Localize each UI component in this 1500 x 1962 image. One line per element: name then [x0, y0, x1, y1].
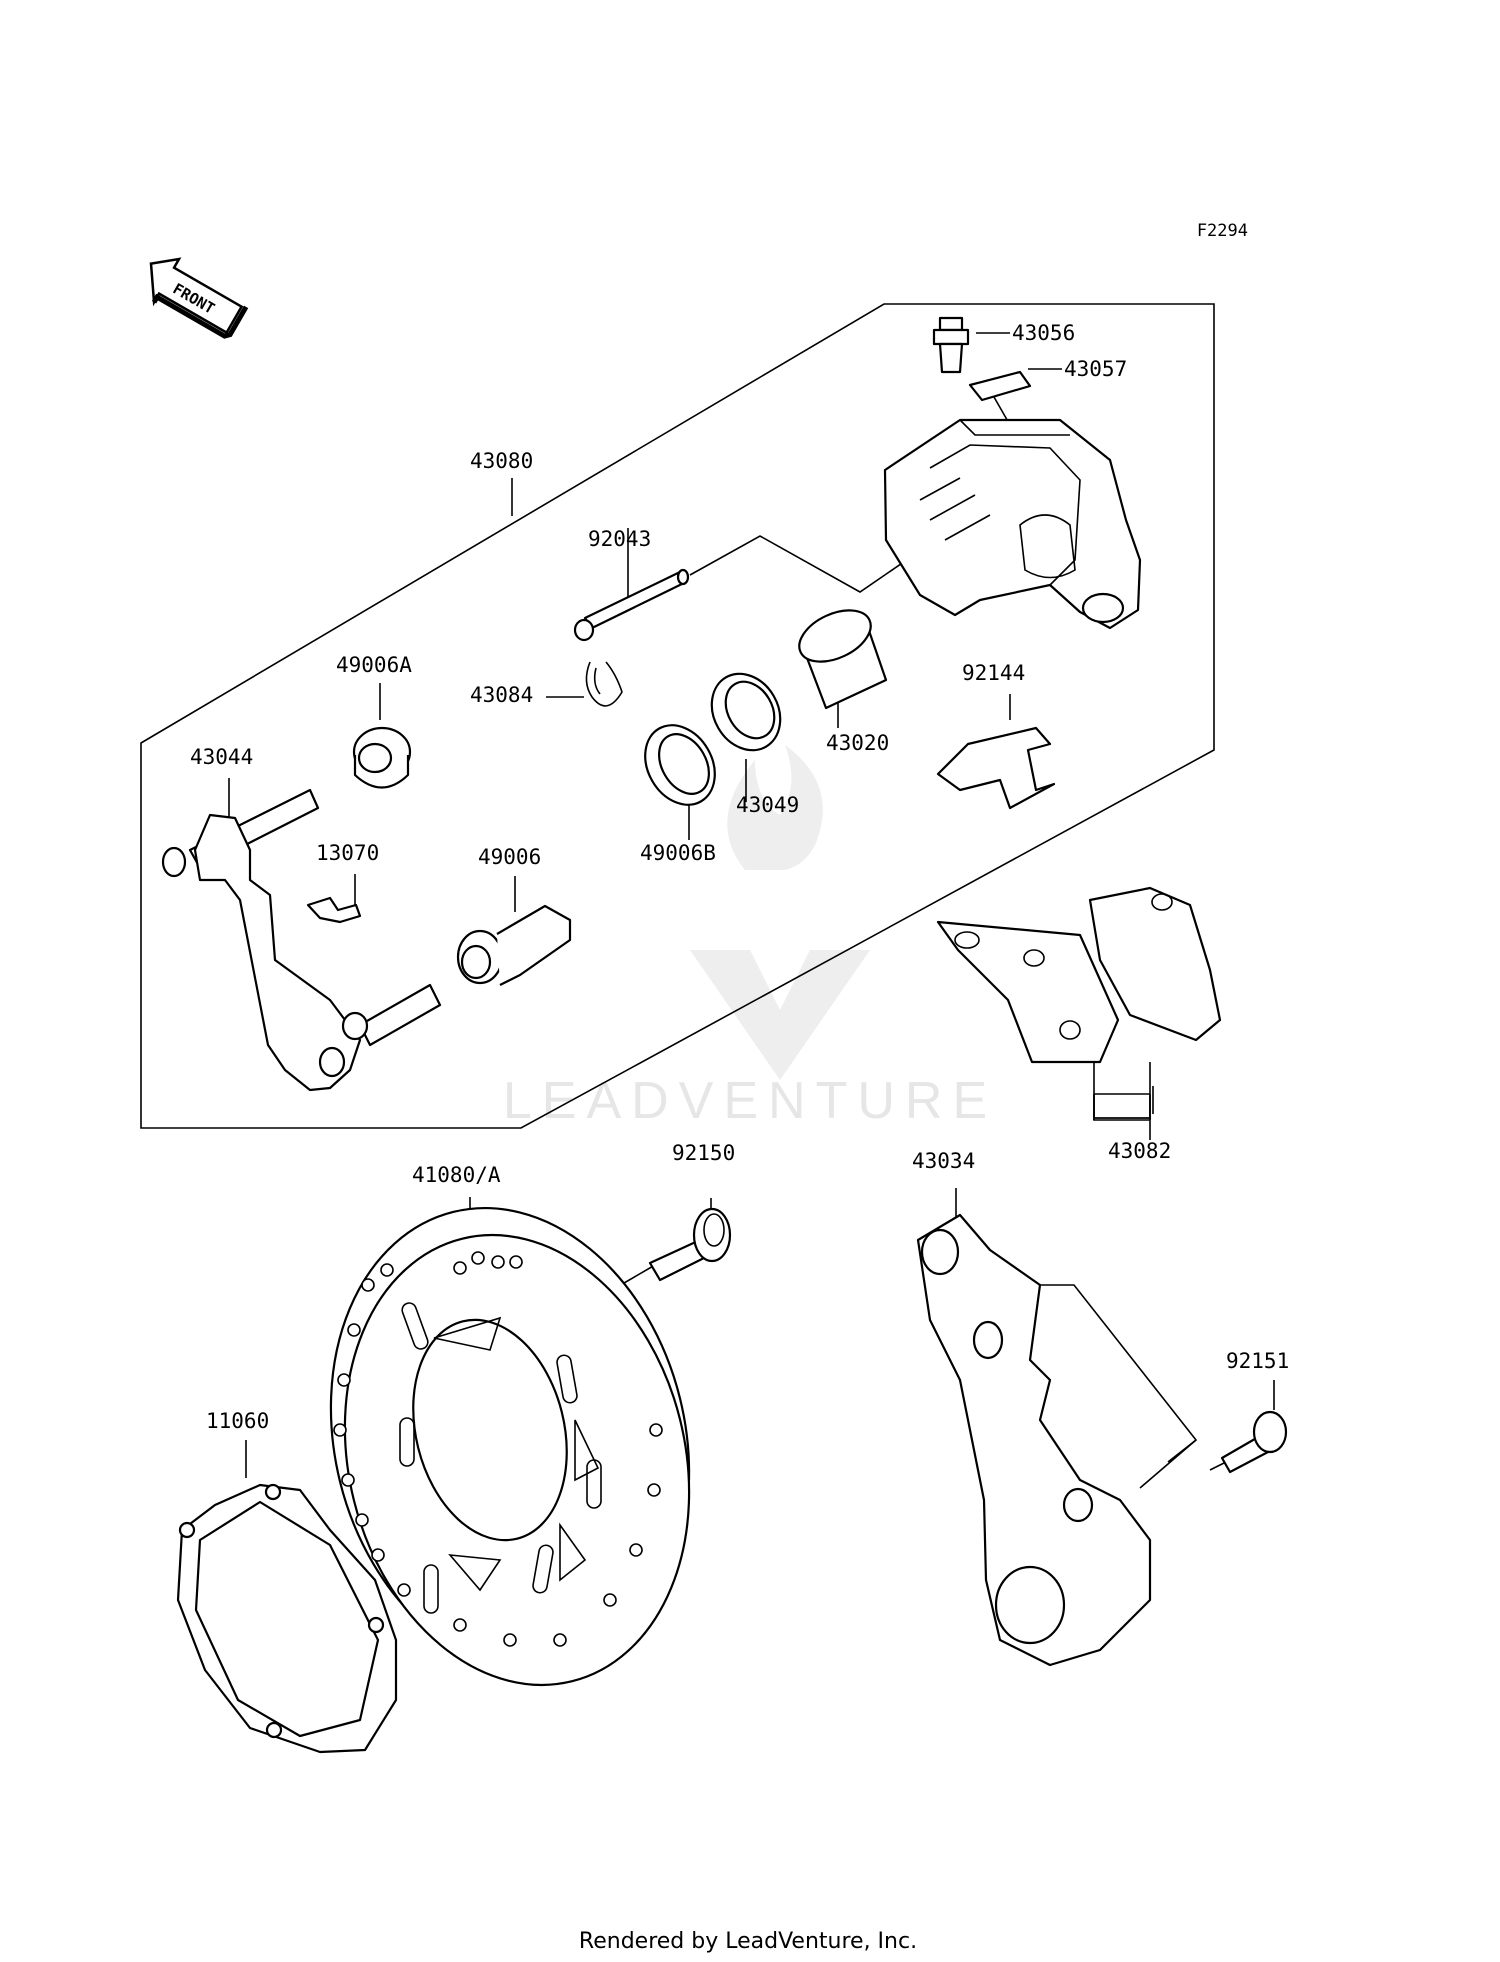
label-49006B: 49006B: [640, 841, 716, 865]
bleeder-valve: [932, 316, 970, 374]
dust-seal: [644, 724, 716, 806]
label-43080: 43080: [470, 449, 533, 473]
label-43044: 43044: [190, 745, 253, 769]
bracket-bolt: [1220, 1410, 1288, 1474]
watermark-text: LEADVENTURE: [503, 1072, 997, 1130]
piston: [798, 609, 888, 710]
label-43049: 43049: [736, 793, 799, 817]
label-92144: 92144: [962, 661, 1025, 685]
pin-boot-upper: [352, 726, 412, 789]
leader-lines: [228, 332, 1275, 1489]
pin-boot-lower: [456, 904, 572, 986]
label-43082: 43082: [1108, 1139, 1171, 1163]
caliper-body: [883, 418, 1142, 630]
disc-bolt: [648, 1207, 732, 1282]
label-49006: 49006: [478, 845, 541, 869]
label-43056: 43056: [1012, 321, 1075, 345]
label-49006A: 49006A: [336, 653, 412, 677]
part-labels: 43056 43057 43080 92043 49006A 43084 921…: [190, 321, 1289, 1433]
footer-credit: Rendered by LeadVenture, Inc.: [579, 1929, 917, 1954]
brake-pads: [936, 886, 1222, 1064]
brake-disc: [329, 1206, 691, 1687]
watermark: LEADVENTURE: [503, 745, 997, 1130]
label-92043: 92043: [588, 527, 651, 551]
gasket: [176, 1483, 398, 1754]
piston-seal: [710, 672, 782, 752]
label-43034: 43034: [912, 1149, 975, 1173]
label-43084: 43084: [470, 683, 533, 707]
label-41080A: 41080/A: [412, 1163, 501, 1187]
bracket-clip: [306, 896, 362, 924]
caliper-bracket: [161, 788, 442, 1092]
label-13070: 13070: [316, 841, 379, 865]
slide-pin: [573, 568, 690, 642]
bleeder-cap: [968, 370, 1032, 402]
label-43020: 43020: [826, 731, 889, 755]
pin-clip: [585, 661, 623, 707]
pad-spring: [936, 726, 1056, 810]
rear-bracket: [916, 1213, 1152, 1667]
figure-code: F2294: [1197, 221, 1248, 241]
label-92151: 92151: [1226, 1349, 1289, 1373]
front-arrow-icon: FRONT: [149, 257, 249, 339]
label-43057: 43057: [1064, 357, 1127, 381]
assembly-boundary: [140, 303, 1215, 1129]
label-11060: 11060: [206, 1409, 269, 1433]
label-92150: 92150: [672, 1141, 735, 1165]
